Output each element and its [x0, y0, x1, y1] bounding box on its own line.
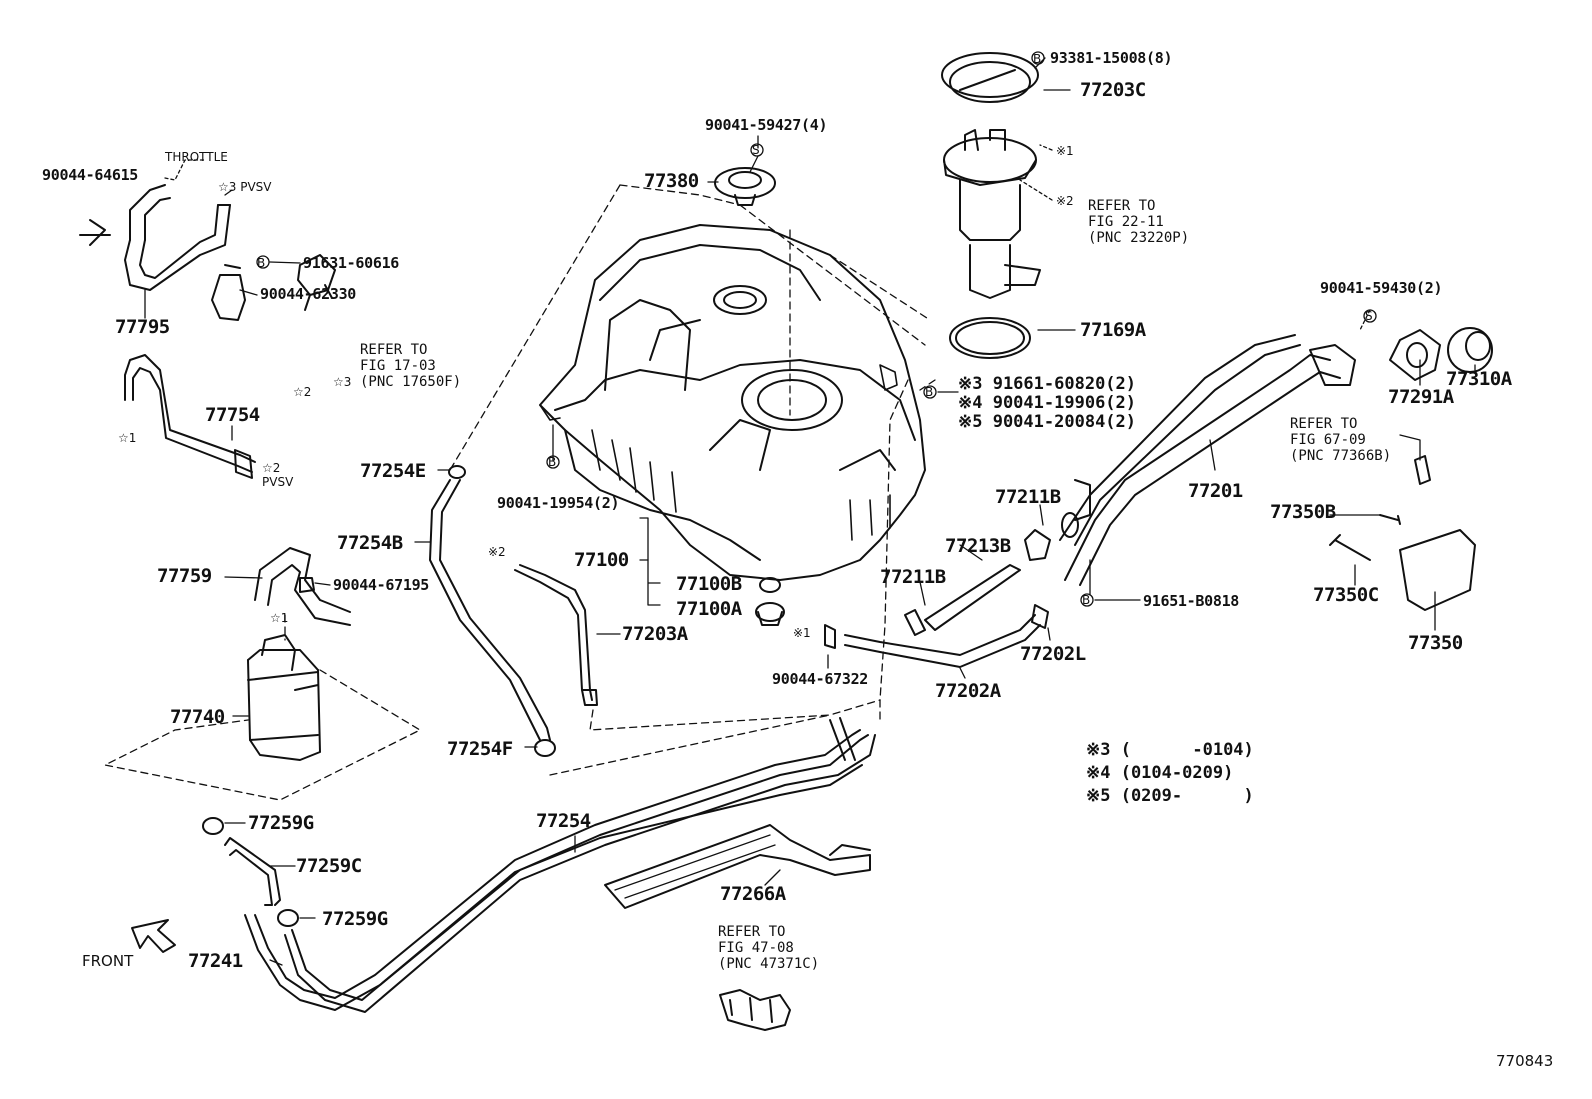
label-77203c: 77203C [1080, 79, 1146, 101]
label-90041-59430: 90041-59430(2) [1320, 279, 1443, 297]
label-77754: 77754 [205, 404, 260, 426]
label-circle-s1: S [752, 143, 760, 157]
label-77380: 77380 [644, 170, 699, 192]
label-77211b-2: 77211B [880, 566, 946, 588]
label-circle-b5: B [1082, 593, 1091, 607]
leader-lines [144, 57, 1476, 966]
label-77350c: 77350C [1313, 584, 1379, 606]
label-77795: 77795 [115, 316, 170, 338]
front-arrow-icon [131, 919, 176, 953]
label-pvsv-2: ☆2 PVSV [262, 461, 294, 489]
label-77100: 77100 [574, 549, 629, 571]
canister-77740 [247, 634, 321, 761]
hose-77259c [202, 817, 299, 927]
label-77211b-1: 77211B [995, 486, 1061, 508]
label-77350b: 77350B [1270, 501, 1336, 523]
ref-fig-22-11: REFER TO FIG 22-11 (PNC 23220P) [1088, 198, 1190, 246]
label-77759: 77759 [157, 565, 212, 587]
label-90044-62330: 90044-62330 [260, 285, 357, 303]
clamp-90044-62330 [211, 264, 246, 321]
label-circle-b1: B [257, 256, 266, 270]
fuel-lines-77254 [244, 717, 876, 1013]
fuel-tank [539, 224, 926, 581]
hose-77202a [824, 604, 1049, 668]
label-93381-15008: 93381-15008(8) [1050, 49, 1173, 67]
label-90041-19954: 90041-19954(2) [497, 494, 620, 512]
fuel-pump [941, 52, 1041, 359]
hose-77795 [79, 184, 231, 291]
label-77259g-1: 77259G [248, 812, 314, 834]
ref-fig-47-08: REFER TO FIG 47-08 (PNC 47371C) [718, 924, 820, 972]
hose-77759 [254, 547, 351, 626]
canister-dashed-outline [104, 614, 421, 801]
filler-pipe [1059, 334, 1356, 586]
label-circle-b3: B [1033, 52, 1042, 66]
hose-77754 [124, 354, 256, 479]
label-mark1: ※1 [793, 626, 811, 640]
label-77213b: 77213B [945, 535, 1011, 557]
label-circle-b4: B [925, 385, 934, 399]
label-note-3: ※3 91661-60820(2) [958, 374, 1137, 394]
label-77254f: 77254F [447, 738, 513, 760]
label-77169a: 77169A [1080, 319, 1146, 341]
circle-markers [256, 51, 1377, 607]
label-77100b: 77100B [676, 573, 742, 595]
clip-47371c [719, 989, 791, 1031]
label-pvsv-3: ☆3 PVSV [218, 180, 272, 194]
figure-id: 770843 [1496, 1052, 1554, 1070]
label-90041-59427: 90041-59427(4) [705, 116, 828, 134]
label-star1-b: ☆1 [270, 611, 289, 625]
label-star2: ☆2 [293, 385, 312, 399]
label-mark1-b: ※1 [1056, 144, 1074, 158]
pipe-77203a [514, 564, 598, 706]
label-77740: 77740 [170, 706, 225, 728]
label-note-4: ※4 90041-19906(2) [958, 393, 1137, 413]
filler-cap-77380 [714, 167, 776, 206]
tank-dashed-outline [449, 184, 936, 776]
label-throttle: THROTTLE [165, 150, 228, 164]
label-77254: 77254 [536, 810, 591, 832]
label-77254b: 77254B [337, 532, 403, 554]
label-mark2: ※2 [488, 545, 506, 559]
label-91631-60616: 91631-60616 [303, 254, 400, 272]
hose-77213b [904, 529, 1051, 636]
label-90044-64615: 90044-64615 [42, 166, 139, 184]
ref-fig-67-09: REFER TO FIG 67-09 (PNC 77366B) [1290, 416, 1392, 464]
label-mark2-b: ※2 [1056, 194, 1074, 208]
label-77254e: 77254E [360, 460, 426, 482]
hose-77254b [429, 465, 556, 757]
label-77202l: 77202L [1020, 643, 1086, 665]
legend-note-4: ※4 (0104-0209) [1086, 763, 1234, 783]
label-91651-b0818: 91651-B0818 [1143, 592, 1240, 610]
label-star3: ☆3 [333, 375, 352, 389]
vsv-sensor [297, 254, 336, 311]
label-circle-s2: S [1365, 309, 1373, 323]
label-77350: 77350 [1408, 632, 1463, 654]
legend-note-5: ※5 (0209- ) [1086, 786, 1254, 806]
label-77202a: 77202A [935, 680, 1001, 702]
label-77266a: 77266A [720, 883, 786, 905]
gauge-parts [755, 577, 785, 626]
legend-note-3: ※3 ( -0104) [1086, 740, 1254, 760]
protector-77266a [604, 824, 871, 909]
label-77203a: 77203A [622, 623, 688, 645]
label-circle-b2: B [548, 455, 557, 469]
label-77291a: 77291A [1388, 386, 1454, 408]
ref-fig-17-03: REFER TO FIG 17-03 (PNC 17650F) [360, 342, 462, 390]
label-90044-67322: 90044-67322 [772, 670, 869, 688]
label-77259c: 77259C [296, 855, 362, 877]
label-star1-a: ☆1 [118, 431, 137, 445]
label-77259g-2: 77259G [322, 908, 388, 930]
label-77201: 77201 [1188, 480, 1243, 502]
label-90044-67195: 90044-67195 [333, 576, 430, 594]
label-77310a: 77310A [1446, 368, 1512, 390]
filler-cap-parts [1329, 327, 1493, 611]
label-note-5: ※5 90041-20084(2) [958, 412, 1137, 432]
label-front: FRONT [82, 952, 134, 970]
label-77241: 77241 [188, 950, 243, 972]
label-77100a: 77100A [676, 598, 742, 620]
